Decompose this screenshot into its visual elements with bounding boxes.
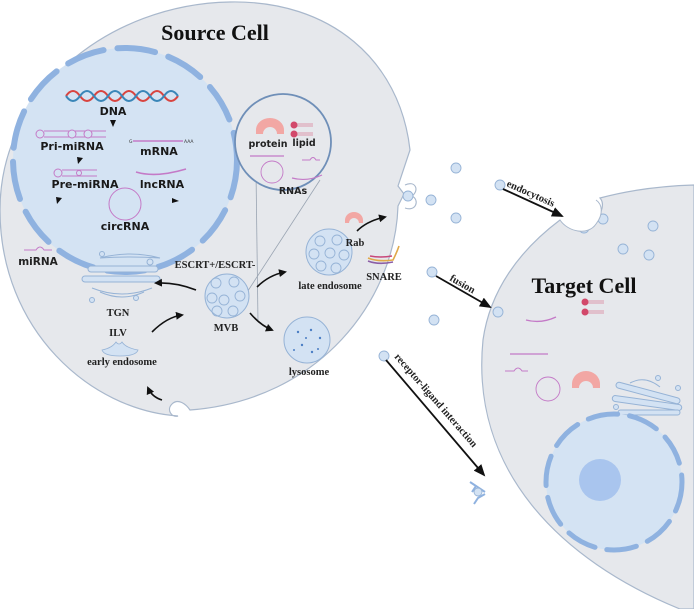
- early-endosome-label: early endosome: [87, 357, 157, 368]
- tgn-label: TGN: [107, 308, 130, 319]
- exosome: [617, 243, 629, 255]
- exosome: [450, 162, 462, 174]
- arrow-mvb-to-tgn: [154, 278, 197, 291]
- exosome: [492, 306, 504, 318]
- tgn-golgi-icon: [81, 251, 161, 303]
- target-nuclear-envelope: [543, 411, 685, 553]
- target-nucleus: [543, 411, 685, 553]
- mrna-tail-label: AAA: [184, 139, 194, 145]
- exosome: [428, 314, 440, 326]
- inset-lncrna-icon: [291, 174, 323, 181]
- lncrna-label: lncRNA: [140, 178, 185, 191]
- protein-icon: [256, 118, 284, 134]
- mrna-strand-icon: G AAA: [129, 139, 194, 145]
- rab-protein-icon: [345, 212, 363, 223]
- ilv-label: ILV: [109, 328, 127, 339]
- mvb-label: MVB: [214, 323, 239, 334]
- fusion-arrow: [435, 275, 492, 308]
- dna-helix-icon: [65, 90, 179, 102]
- target-circrna-icon: [535, 376, 561, 402]
- target-cell-title: Target Cell: [532, 273, 637, 298]
- endocytic-pocket: [559, 199, 602, 232]
- exosome: [647, 220, 659, 232]
- pri-mirna-hairpin-icon: [35, 129, 106, 139]
- internal-pathway-arrows: [146, 214, 387, 401]
- lipid-icon: [290, 121, 313, 138]
- arrow-pri-to-pre: [77, 157, 83, 164]
- rnas-label: RNAs: [279, 186, 308, 197]
- lysosome-label: lysosome: [289, 367, 330, 378]
- exosome: [425, 194, 437, 206]
- target-protein-icon: [572, 371, 600, 388]
- fusion-label: fusion: [448, 273, 477, 296]
- early-endosome-icon: [101, 341, 139, 357]
- arrow-uptake-to-early: [146, 386, 163, 401]
- target-lipid-icon: [581, 298, 604, 316]
- pre-mirna-label: Pre-miRNA: [52, 178, 119, 191]
- arrow-mvb-to-late: [256, 269, 287, 288]
- late-endosome-label: late endosome: [298, 281, 362, 292]
- mirna-icon: [24, 246, 52, 251]
- pre-mirna-hairpin-icon: [53, 168, 97, 178]
- exosome: [643, 249, 655, 261]
- pri-mirna-label: Pri-miRNA: [40, 140, 104, 153]
- arrow-pre-to-mirna: [56, 197, 62, 204]
- circrna-loop-icon: [108, 187, 142, 221]
- source-cell-title: Source Cell: [161, 20, 269, 45]
- mirna-label: miRNA: [18, 256, 58, 268]
- mrna-label: mRNA: [140, 145, 178, 158]
- escrt-label: ESCRT+/ESCRT-: [175, 260, 256, 271]
- target-golgi-icon: [611, 375, 683, 416]
- source-nucleus: [10, 45, 240, 275]
- exosome: [402, 190, 414, 202]
- inset-mirna-icon: [302, 157, 320, 161]
- rab-label: Rab: [346, 238, 365, 249]
- exosome: [494, 179, 506, 191]
- mrna-cap-label: G: [129, 139, 133, 145]
- snare-complex-icon: [367, 245, 400, 265]
- lncrna-strand-icon: [135, 168, 187, 176]
- lipid-label: lipid: [292, 138, 315, 149]
- mvb-icon: [204, 273, 250, 319]
- target-mirna-icon: [505, 367, 528, 372]
- exosome: [378, 350, 390, 362]
- exosome: [450, 212, 462, 224]
- arrow-dna-down: [110, 120, 116, 127]
- arrow-lncrna: [172, 198, 179, 203]
- nucleolus: [579, 459, 621, 501]
- endocytosis-arrow: [502, 188, 564, 217]
- dna-label: DNA: [100, 105, 127, 118]
- cargo-inset: protein lipid RNAs: [234, 93, 332, 323]
- uptake-route-arrows: [385, 188, 564, 477]
- receptor-icon: [469, 481, 486, 505]
- snare-label: SNARE: [366, 272, 402, 283]
- lysosome-icon: [283, 316, 331, 364]
- arrow-mvb-to-lysosome: [249, 312, 274, 332]
- exosome: [426, 266, 438, 278]
- circrna-label: circRNA: [101, 220, 150, 233]
- arrow-rab-to-membrane: [356, 214, 387, 232]
- late-endosome-icon: [305, 228, 353, 276]
- protein-label: protein: [248, 139, 287, 150]
- receptor-ligand-arrow: [385, 359, 486, 477]
- inset-circrna-icon: [260, 160, 284, 184]
- arrow-ilv-to-mvb: [151, 311, 184, 333]
- target-lncrna-icon: [525, 316, 557, 323]
- receptor-ligand-label: receptor-ligand interaction: [392, 352, 479, 450]
